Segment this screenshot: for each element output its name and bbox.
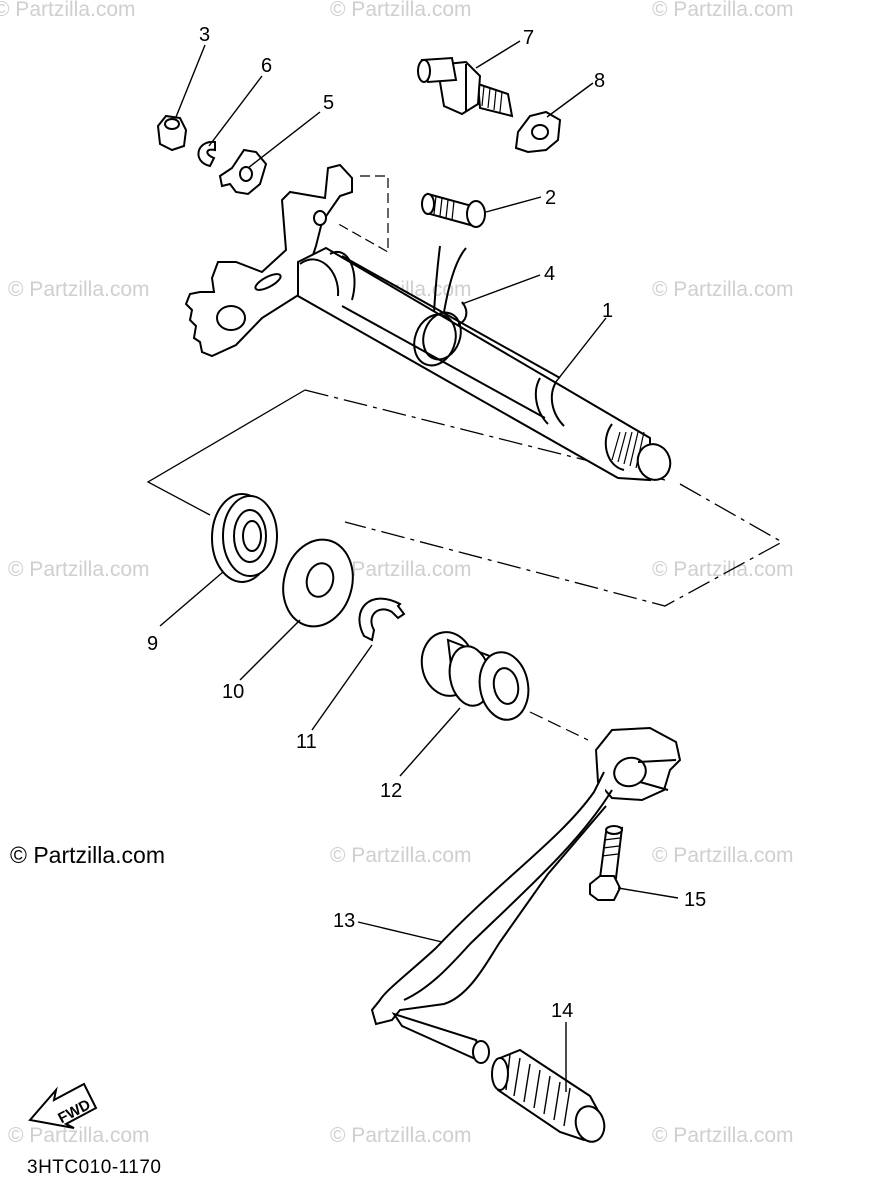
collar-part-12 bbox=[420, 631, 530, 721]
assembly-dashed-outline bbox=[304, 389, 666, 481]
callout-8: 8 bbox=[594, 70, 605, 92]
watermark: © Partzilla.com bbox=[652, 1124, 794, 1147]
watermark: © Partzilla.com bbox=[652, 278, 794, 301]
guide-line-part-2 bbox=[334, 175, 389, 254]
callout-4: 4 bbox=[544, 263, 555, 285]
fwd-arrow-icon: FWD bbox=[28, 1082, 98, 1129]
watermark: © Partzilla.com bbox=[652, 844, 794, 867]
diagram-code: 3HTC010-1170 bbox=[27, 1157, 162, 1178]
e-clip-part-11 bbox=[358, 597, 406, 642]
shift-pedal-part-13 bbox=[370, 726, 682, 1064]
guide-line-part-12 bbox=[529, 711, 589, 741]
watermark: © Partzilla.com bbox=[652, 558, 794, 581]
callout-14: 14 bbox=[551, 1000, 573, 1022]
callout-12: 12 bbox=[380, 780, 402, 802]
watermark: © Partzilla.com bbox=[8, 558, 150, 581]
callout-2: 2 bbox=[545, 187, 556, 209]
circlip-part-6 bbox=[197, 140, 216, 168]
nut-part-3 bbox=[156, 114, 188, 152]
washer-part-10 bbox=[282, 538, 354, 628]
callout-1: 1 bbox=[602, 300, 613, 322]
callout-7: 7 bbox=[523, 27, 534, 49]
copyright-credit: © Partzilla.com bbox=[10, 842, 165, 868]
callout-labels: 1 2 3 4 5 6 7 8 9 10 11 12 13 14 15 bbox=[147, 24, 706, 1022]
watermark: © Partzilla.com bbox=[330, 558, 472, 581]
watermark: © Partzilla.com bbox=[330, 0, 472, 21]
leader-lines bbox=[159, 40, 679, 1092]
callout-6: 6 bbox=[261, 55, 272, 77]
callout-3: 3 bbox=[199, 24, 210, 46]
shift-shaft-part-1 bbox=[184, 163, 672, 482]
watermark: © Partzilla.com bbox=[0, 0, 136, 21]
watermark: © Partzilla.com bbox=[330, 844, 472, 867]
bearing-part-9 bbox=[211, 493, 278, 583]
callout-15: 15 bbox=[684, 889, 706, 911]
callout-11: 11 bbox=[296, 731, 317, 753]
pin-part-2 bbox=[421, 192, 486, 228]
callout-5: 5 bbox=[323, 92, 334, 114]
lock-washer-part-5 bbox=[218, 148, 268, 196]
washer-part-8 bbox=[514, 110, 562, 154]
callout-9: 9 bbox=[147, 633, 158, 655]
footrest-rubber-part-14 bbox=[491, 1048, 606, 1143]
assembly-dashed-outline bbox=[146, 389, 306, 516]
callout-10: 10 bbox=[222, 681, 244, 703]
spring-clip-part-4 bbox=[413, 245, 468, 367]
watermark: © Partzilla.com bbox=[330, 1124, 472, 1147]
bolt-part-15 bbox=[589, 825, 624, 901]
stopper-bolt-part-7 bbox=[417, 56, 514, 118]
watermark: © Partzilla.com bbox=[8, 278, 150, 301]
watermark: © Partzilla.com bbox=[652, 0, 794, 21]
callout-13: 13 bbox=[333, 910, 355, 932]
watermark-layer: © Partzilla.com © Partzilla.com © Partzi… bbox=[0, 0, 794, 1147]
assembly-dashed-outline bbox=[344, 483, 784, 607]
watermark: © Partzilla.com bbox=[8, 1124, 150, 1147]
